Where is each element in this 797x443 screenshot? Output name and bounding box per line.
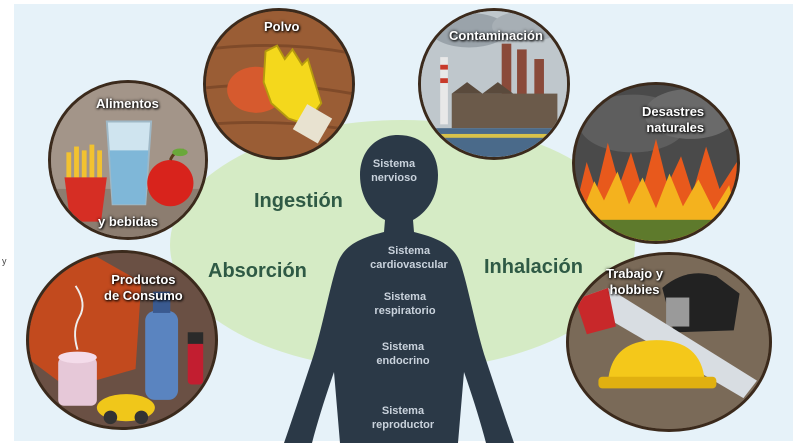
system-endocrine-label: Sistema endocrino: [376, 341, 430, 367]
source-dust-label: Polvo: [264, 19, 300, 34]
edge-mark: y: [2, 256, 7, 266]
route-absorption: Absorción: [208, 260, 307, 282]
source-products-label: Productos de Consumo: [104, 272, 183, 303]
glove-wiping-icon: [206, 11, 352, 157]
source-disasters-bubble: [572, 82, 740, 244]
work-tools-icon: [569, 255, 769, 429]
source-food-label-bottom: y bebidas: [98, 214, 158, 229]
system-reproductive-label: Sistema reproductor: [371, 405, 435, 431]
source-work-bubble: [566, 252, 772, 432]
food-drink-icon: [51, 83, 205, 237]
source-food-label-top: Alimentos: [96, 96, 159, 111]
source-pollution-label: Contaminación: [449, 28, 543, 43]
wildfire-icon: [575, 85, 737, 241]
source-disasters-label: Desastres naturales: [642, 104, 705, 135]
source-food-bubble: [48, 80, 208, 240]
source-pollution-bubble: [418, 8, 570, 160]
system-respiratory-label: Sistema respiratorio: [374, 291, 436, 317]
consumer-products-icon: [29, 253, 215, 427]
system-nervous-label: Sistema nervioso: [371, 158, 417, 184]
factory-icon: [421, 11, 567, 157]
source-products-bubble: [26, 250, 218, 430]
system-cardiovascular-label: Sistema cardiovascular: [370, 245, 448, 271]
route-inhalation: Inhalación: [484, 256, 583, 278]
source-work-label: Trabajo y hobbies: [606, 266, 664, 297]
route-ingestion: Ingestión: [254, 190, 343, 212]
source-dust-bubble: [203, 8, 355, 160]
